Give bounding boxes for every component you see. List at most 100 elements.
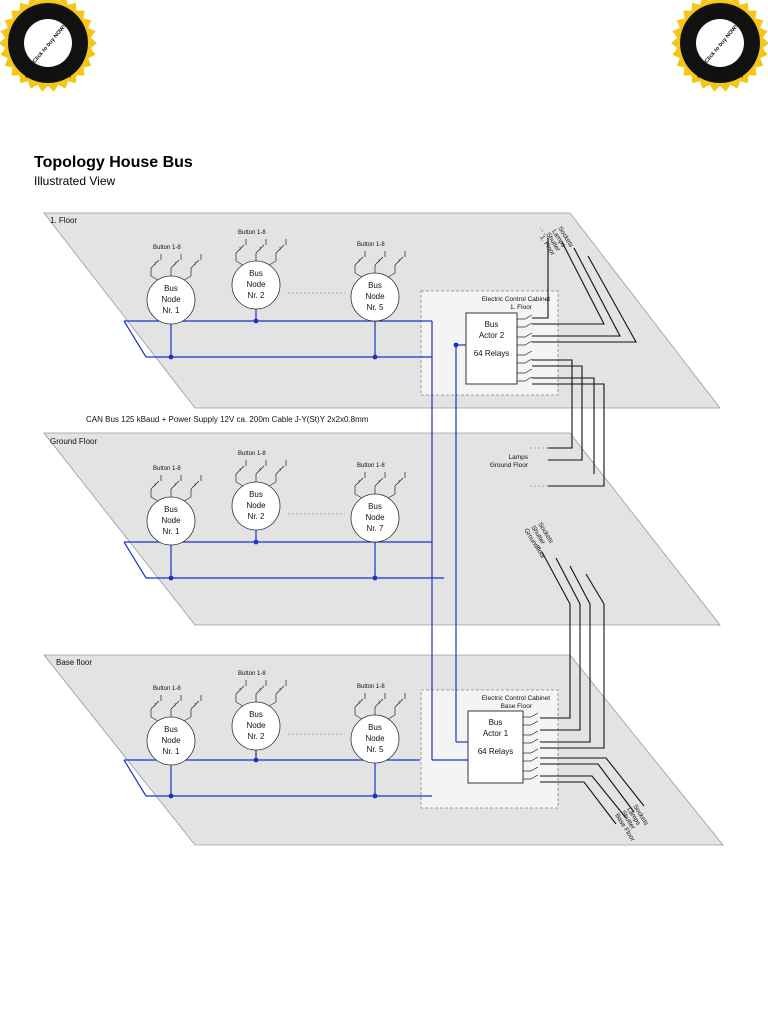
relay-switch <box>524 368 533 374</box>
wire-bf-sockets <box>540 757 645 807</box>
relay-switch <box>530 738 539 744</box>
relay-switch <box>524 322 533 328</box>
wire-ground-d <box>532 383 605 487</box>
relay-switch <box>524 314 533 320</box>
button-label: Button 1-8 <box>357 242 385 248</box>
bus-node-label: Node <box>161 516 181 525</box>
wire-gf-shutter <box>540 557 581 731</box>
wire-top-lamps <box>532 241 605 325</box>
bus-node-circle <box>146 496 196 546</box>
relay-switch <box>524 332 533 338</box>
bus-node-label: Node <box>161 295 181 304</box>
bus-node-label: Bus <box>164 284 178 293</box>
bus-node-label: Node <box>246 721 266 730</box>
bus-node-label: Node <box>246 501 266 510</box>
bus-node-circle <box>350 272 400 322</box>
relay-contact <box>517 368 533 382</box>
floor-label-1: 1. Floor <box>50 216 77 225</box>
relay-contact <box>523 712 539 726</box>
output-label-lamps: Lamps <box>508 454 528 461</box>
button-label: Button 1-8 <box>153 245 181 251</box>
bus-junction-dot <box>372 354 378 360</box>
bus-node-circle <box>231 260 281 310</box>
badge-ring-text: PDF-XCHANGE <box>26 11 70 17</box>
bus-node-label: Bus <box>368 281 382 290</box>
wire-ground-lamps-a <box>532 359 573 449</box>
bus-node-label: Bus <box>164 725 178 734</box>
wire-gf-sockets <box>540 551 571 719</box>
bus-junction-dot <box>372 575 378 581</box>
relay-switch <box>530 748 539 754</box>
wire-bf-shutter <box>540 775 627 819</box>
wire-ground-c <box>532 377 595 474</box>
floor-label-2: Ground Floor <box>50 437 97 446</box>
wire-continuation <box>535 543 543 553</box>
relay-switch <box>530 730 539 736</box>
floor-label-3: Base floor <box>56 658 92 667</box>
bus-node-label: Bus <box>368 502 382 511</box>
badge-center <box>696 19 744 67</box>
relay-switch <box>530 766 539 772</box>
bus-node-circle <box>350 714 400 764</box>
bus-actor-label: Actor 1 <box>483 729 509 738</box>
badge-url-text: www.docu-track.com <box>697 74 743 80</box>
bus-actor-label: Actor 2 <box>479 331 505 340</box>
badge-url-text: www.docu-track.com <box>25 74 71 80</box>
bus-node-label: Nr. 1 <box>163 747 180 756</box>
button-label: Button 1-8 <box>357 684 385 690</box>
cable-label: CAN Bus 125 kBaud + Power Supply 12V ca.… <box>86 415 369 424</box>
relay-switch <box>524 350 533 356</box>
relay-contact <box>517 332 533 346</box>
bus-node-label: Bus <box>164 505 178 514</box>
relay-contact <box>517 314 533 328</box>
bus-node-circle <box>146 716 196 766</box>
wire-top-shutter <box>532 247 621 337</box>
bus-node-label: Node <box>161 736 181 745</box>
relay-switch <box>530 756 539 762</box>
wire-gf-ground <box>540 565 591 743</box>
bus-node-circle <box>146 275 196 325</box>
bus-node-label: Bus <box>249 490 263 499</box>
button-switches <box>235 680 287 710</box>
cabinet-subtitle: Base Floor <box>501 703 533 710</box>
bus-actor-box <box>467 710 524 784</box>
bus-node-circle <box>231 701 281 751</box>
bus-node-label: Nr. 1 <box>163 306 180 315</box>
bus-junction-dot <box>253 318 259 324</box>
wire-top-sockets <box>532 238 549 319</box>
badge-ring-text: PDF-XCHANGE <box>698 11 742 17</box>
bus-node-label: Node <box>246 280 266 289</box>
relay-count: 64 Relays <box>478 747 514 756</box>
wire-top-floor <box>532 255 637 343</box>
button-label: Button 1-8 <box>238 671 266 677</box>
bus-junction-dot <box>253 539 259 545</box>
badge-center <box>24 19 72 67</box>
bus-node-label: Nr. 2 <box>248 512 265 521</box>
button-switches <box>354 693 406 723</box>
bus-node-label: Nr. 2 <box>248 732 265 741</box>
button-switches <box>235 460 287 490</box>
relay-count: 64 Relays <box>474 349 510 358</box>
bus-junction-dot <box>168 354 174 360</box>
button-label: Button 1-8 <box>238 451 266 457</box>
relay-contact <box>523 766 539 780</box>
bus-node-label: Bus <box>249 269 263 278</box>
relay-switch <box>524 376 533 382</box>
relay-switch <box>530 720 539 726</box>
bus-line-diagonal <box>123 759 147 797</box>
output-label-lamps: Ground Floor <box>490 462 529 469</box>
bus-node-label: Node <box>365 513 385 522</box>
button-label: Button 1-8 <box>357 463 385 469</box>
cabinet-title: Electric Control Cabinet <box>482 296 550 303</box>
